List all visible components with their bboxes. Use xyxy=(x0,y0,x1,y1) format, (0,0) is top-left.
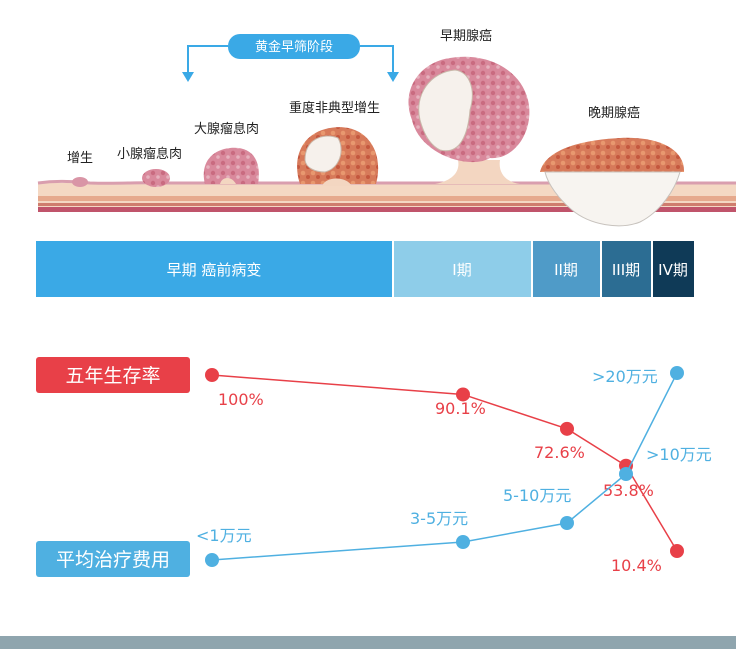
label-large-adenoma: 大腺瘤息肉 xyxy=(194,121,259,137)
label-hyperplasia: 增生 xyxy=(67,151,93,166)
phase-segment-4 xyxy=(653,241,694,297)
cost-label: >20万元 xyxy=(592,367,658,386)
survival-label: 100% xyxy=(218,390,264,409)
survival-label: 53.8% xyxy=(603,481,654,500)
cost-point xyxy=(205,553,219,567)
label-small-adenoma: 小腺瘤息肉 xyxy=(117,146,182,162)
phase-segment-2 xyxy=(533,241,600,297)
cost-point xyxy=(619,467,633,481)
survival-label: 72.6% xyxy=(534,443,585,462)
legend-cost-label: 平均治疗费用 xyxy=(56,549,170,571)
small-adenoma-growth xyxy=(142,169,170,187)
label-early-adenocarcinoma: 早期腺癌 xyxy=(440,28,492,44)
legend-cost: 平均治疗费用 xyxy=(36,541,190,577)
phase-label-4: IV期 xyxy=(658,261,688,279)
phase-label-1: I期 xyxy=(452,261,471,279)
severe-atypical-growth xyxy=(297,127,379,186)
survival-cost-chart: 五年生存率 平均治疗费用 100% 90.1% 72.6% 53.8% 10.4% <1… xyxy=(36,357,712,577)
stage-labels: 增生 小腺瘤息肉 大腺瘤息肉 重度非典型增生 早期腺癌 晚期腺癌 xyxy=(67,28,640,166)
phase-label-2: II期 xyxy=(554,261,578,279)
early-adenocarcinoma-growth xyxy=(408,56,530,184)
survival-label: 10.4% xyxy=(611,556,662,575)
phase-label-early: 早期 癌前病变 xyxy=(167,261,262,279)
phase-segment-3 xyxy=(602,241,651,297)
survival-point xyxy=(670,544,684,558)
golden-window-bracket: 黄金早筛阶段 xyxy=(182,34,399,82)
bottom-bar xyxy=(0,636,736,649)
cost-label: 5-10万元 xyxy=(503,486,571,505)
cost-point xyxy=(670,366,684,380)
survival-series: 100% 90.1% 72.6% 53.8% 10.4% xyxy=(205,368,684,575)
cost-label: >10万元 xyxy=(646,445,712,464)
hyperplasia-growth xyxy=(72,177,88,187)
survival-point xyxy=(456,387,470,402)
phase-label-3: III期 xyxy=(612,261,640,279)
survival-label: 90.1% xyxy=(435,399,486,418)
phase-segment-early xyxy=(36,241,392,297)
cost-point xyxy=(456,535,470,549)
phase-segment-1 xyxy=(394,241,531,297)
survival-point xyxy=(205,368,219,382)
phase-bar: 早期 癌前病变 I期 II期 III期 IV期 xyxy=(36,241,694,297)
cost-series: <1万元 3-5万元 5-10万元 >10万元 >20万元 xyxy=(196,366,712,567)
late-adenocarcinoma-growth xyxy=(540,137,685,227)
survival-point xyxy=(560,421,574,436)
legend-survival-label: 五年生存率 xyxy=(65,365,160,387)
legend-survival: 五年生存率 xyxy=(36,357,190,393)
label-severe-atypical: 重度非典型增生 xyxy=(289,100,380,116)
cost-point xyxy=(560,516,574,530)
large-adenoma-growth xyxy=(203,147,259,184)
label-late-adenocarcinoma: 晚期腺癌 xyxy=(588,105,640,121)
cost-label: <1万元 xyxy=(196,526,252,545)
cost-label: 3-5万元 xyxy=(410,509,468,528)
golden-window-label: 黄金早筛阶段 xyxy=(255,39,333,55)
